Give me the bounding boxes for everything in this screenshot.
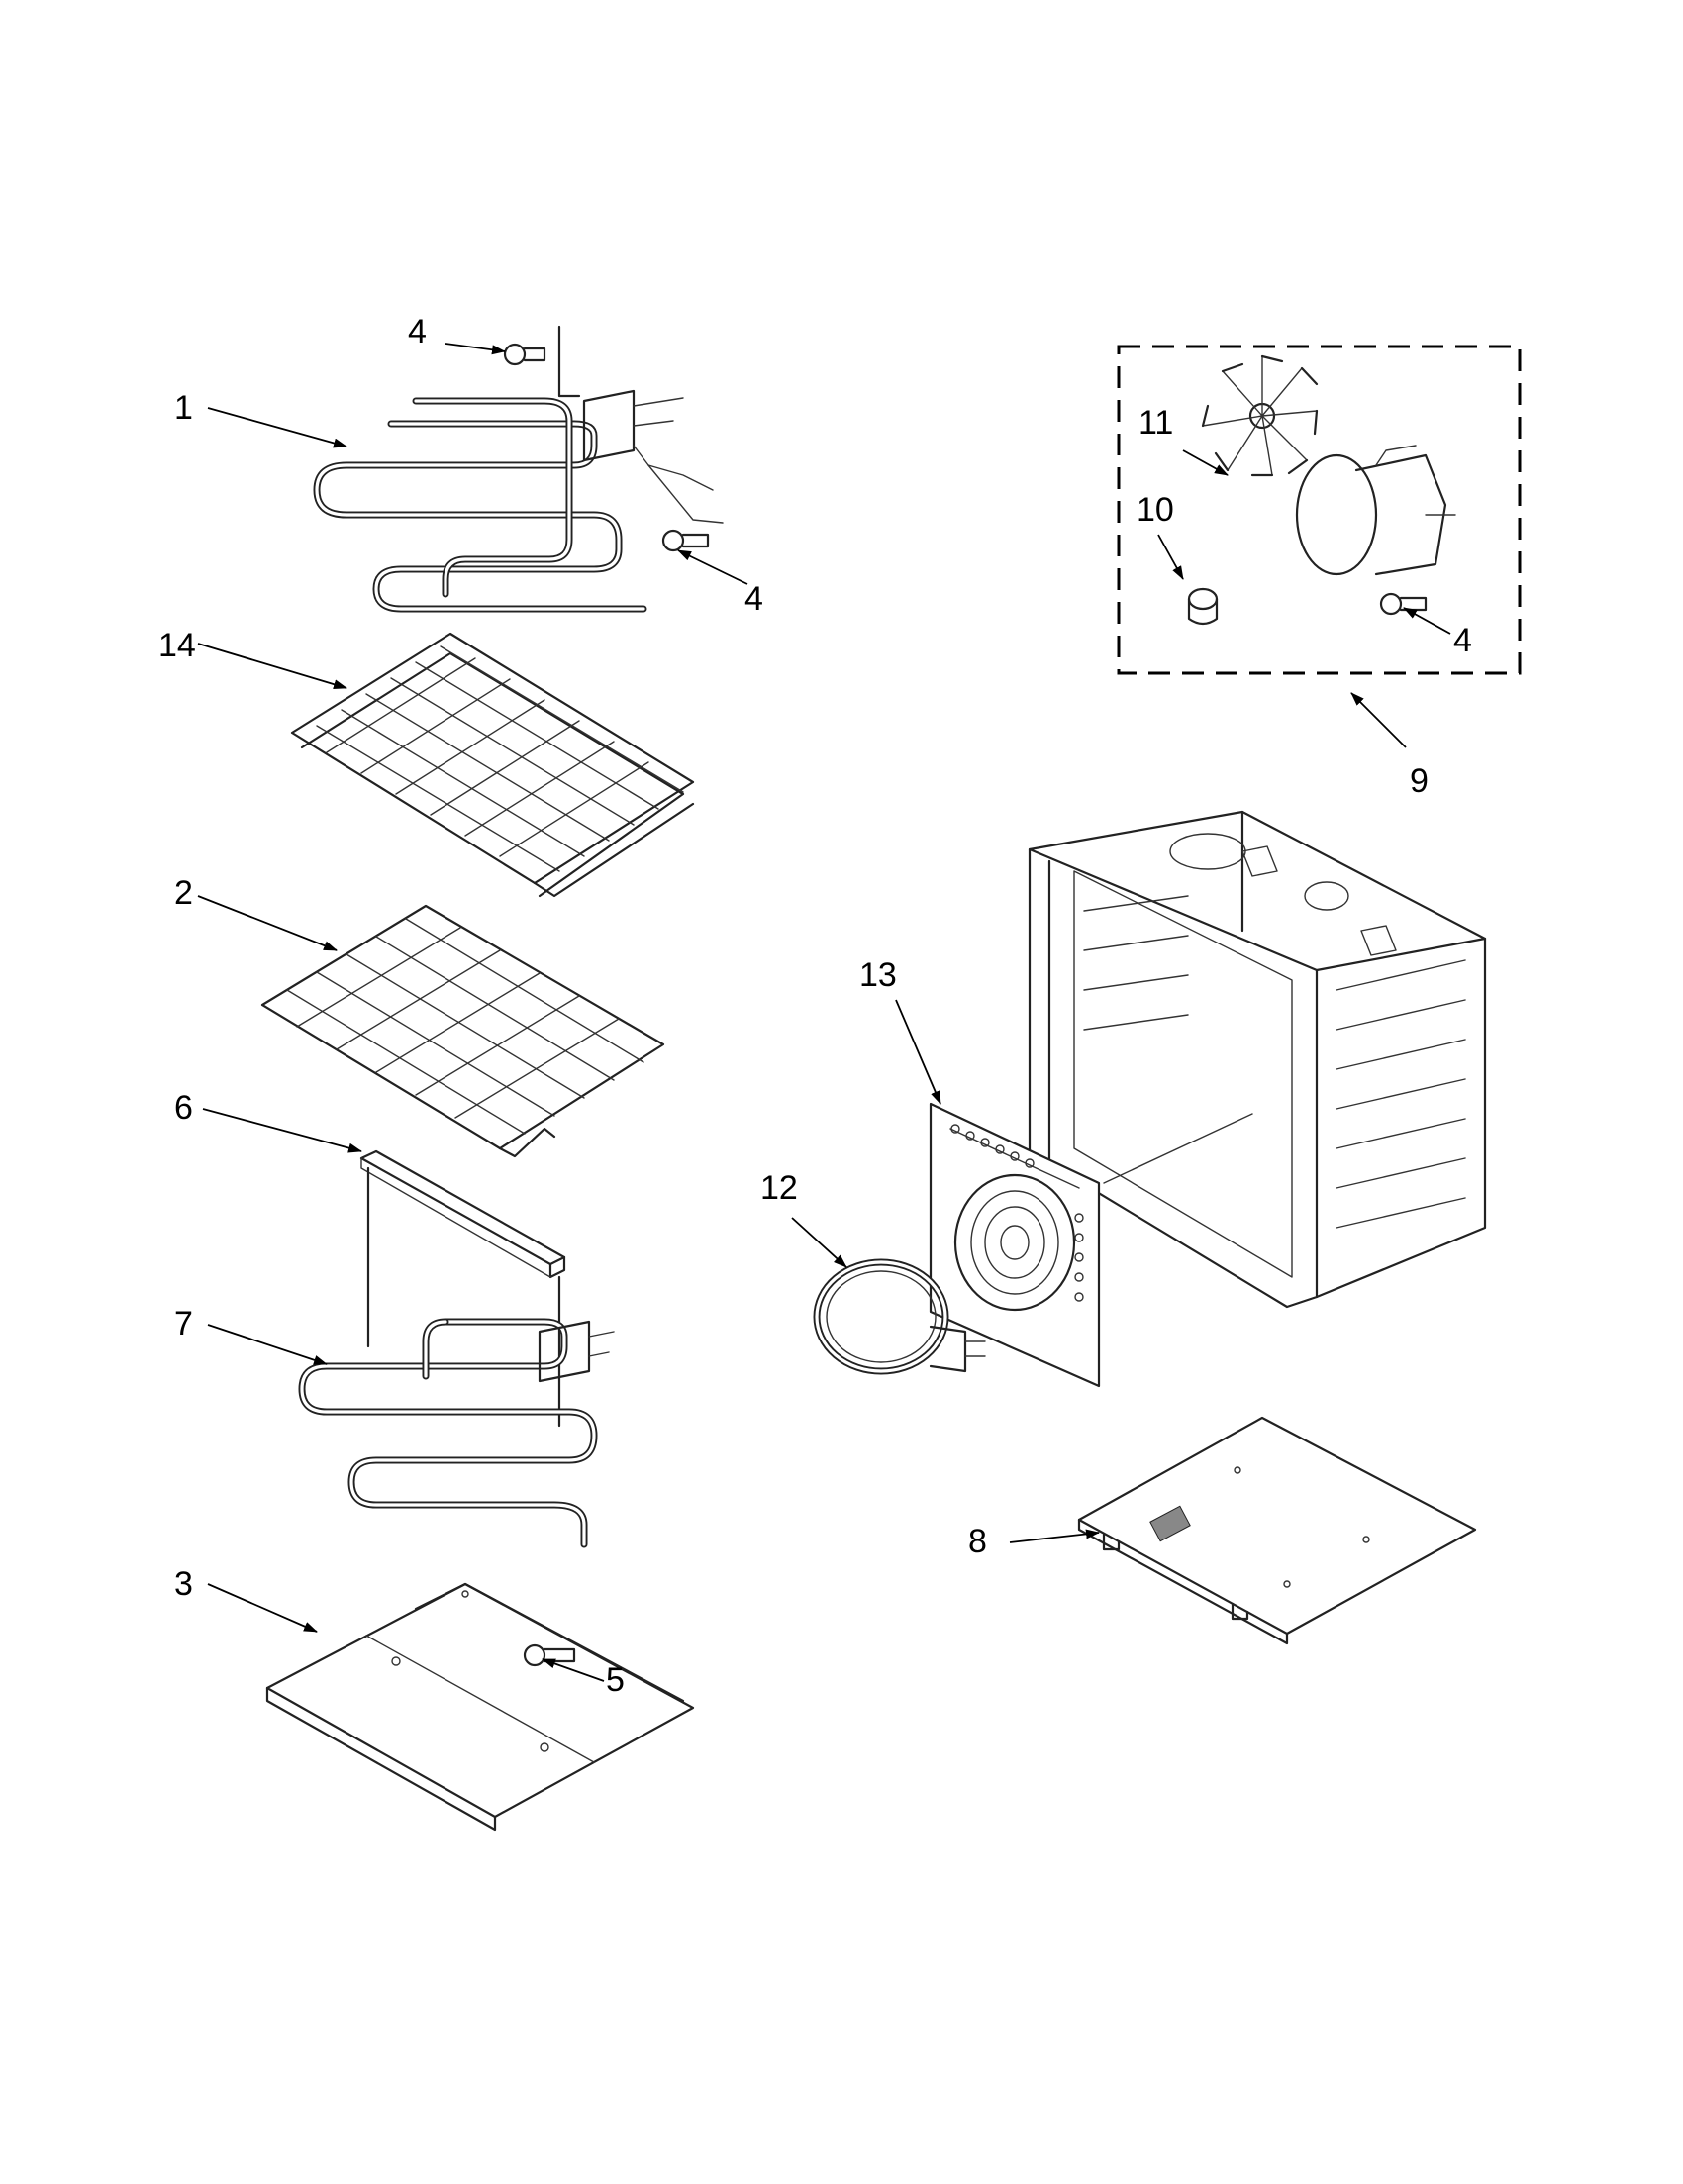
callout-7: 7 [174,1305,193,1342]
callout-4: 4 [408,313,427,350]
callout-3: 3 [174,1565,193,1603]
panel-guide-line [1103,1113,1253,1184]
screw-bottom-cover [523,1643,576,1667]
callout-9: 9 [1410,762,1429,800]
callout-13: 13 [859,956,897,994]
screw-top [503,343,546,366]
callout-10: 10 [1137,491,1174,529]
callout-1: 1 [174,389,193,427]
bracket-bar [359,1149,566,1428]
rear-panel [929,1102,1101,1388]
convection-assembly-box [1117,345,1522,675]
screw-motor [1379,592,1428,616]
oven-rack [260,904,665,1158]
bottom-cover [265,1582,695,1832]
callout-11: 11 [1138,404,1174,442]
fan-nut [1187,587,1219,626]
callout-4: 4 [1453,622,1472,659]
convection-fan-blade [1201,354,1319,477]
floor-panel [1077,1416,1477,1645]
callout-8: 8 [968,1523,987,1560]
callout-4: 4 [744,580,763,618]
screw-right [661,529,710,552]
broil-element [313,325,724,613]
callout-14: 14 [158,627,196,664]
bake-element [298,1318,615,1548]
callout-12: 12 [760,1169,798,1207]
fan-motor [1295,445,1456,576]
convection-element [813,1258,986,1375]
oven-cavity [1028,810,1487,1309]
callout-2: 2 [174,874,193,912]
callout-6: 6 [174,1089,193,1127]
sliding-rack [290,632,695,898]
callout-5: 5 [606,1661,625,1699]
leader-lines [197,343,1451,1682]
